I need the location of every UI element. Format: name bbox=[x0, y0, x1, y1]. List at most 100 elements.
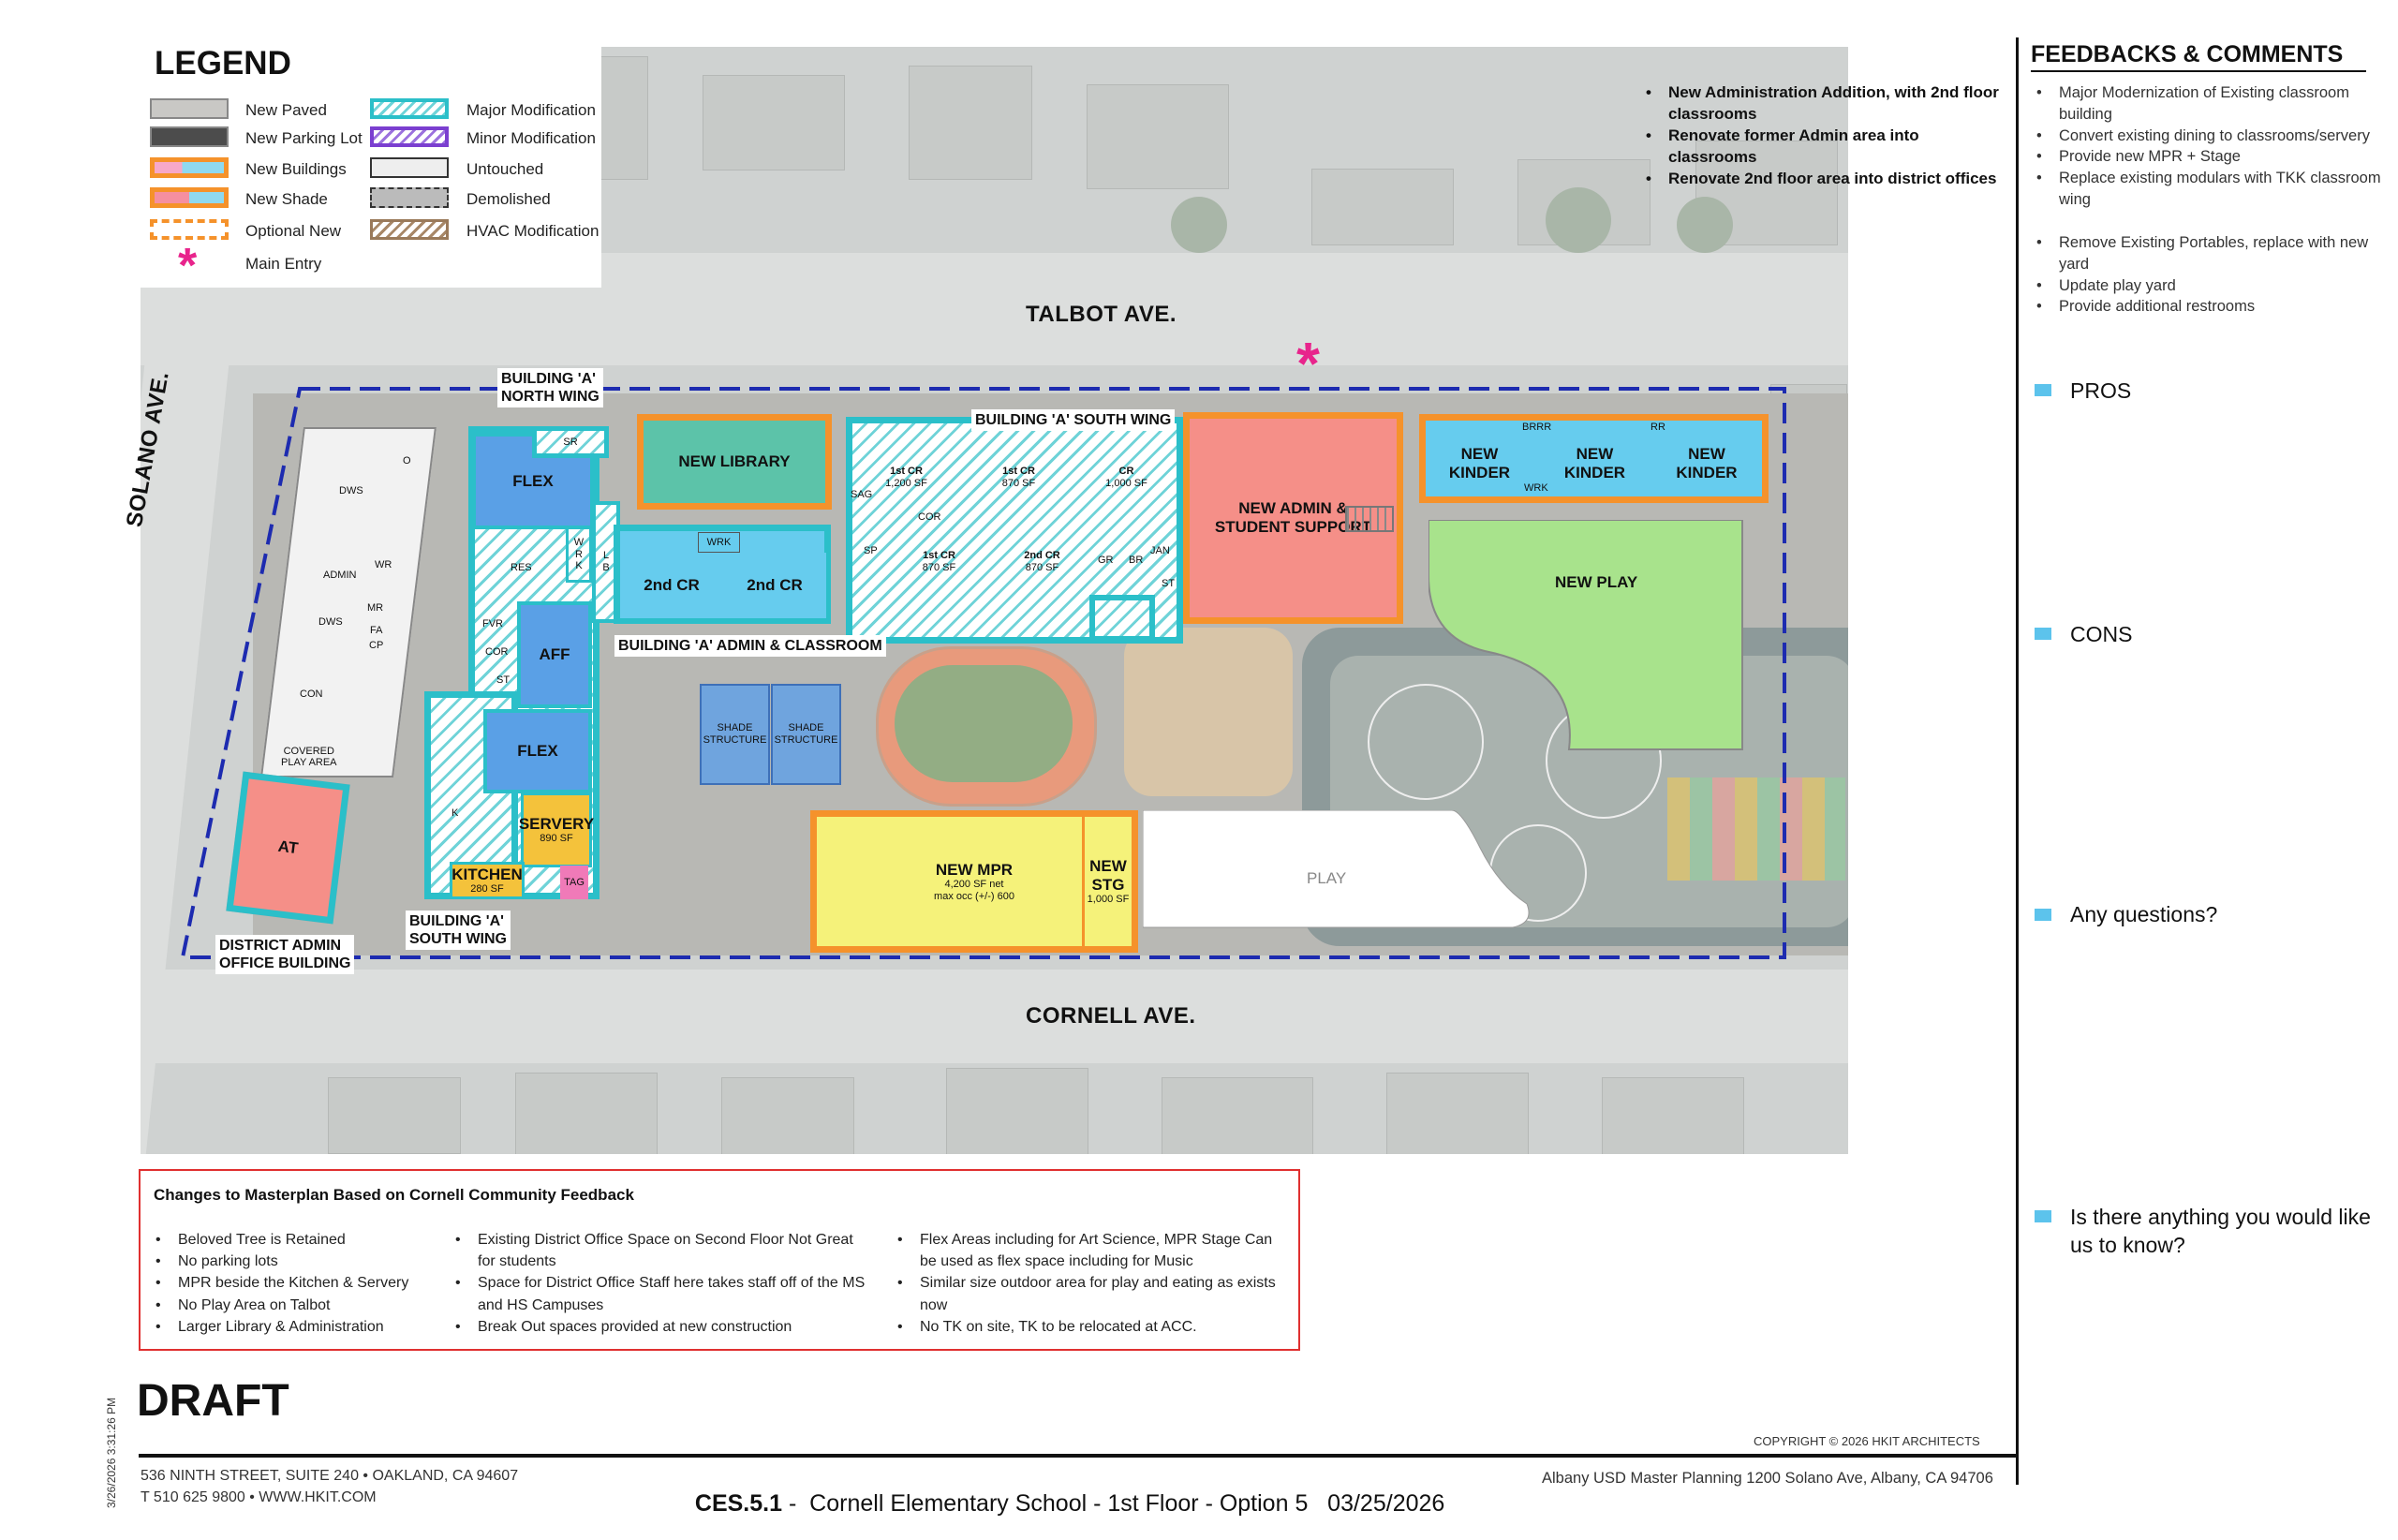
feedback-item: Update play yard bbox=[2036, 275, 2387, 297]
feedback-item: Convert existing dining to classrooms/se… bbox=[2036, 126, 2387, 147]
room-dws: DWS bbox=[339, 485, 363, 496]
shade-structure-2: SHADE STRUCTURE bbox=[771, 684, 841, 785]
north-house bbox=[1311, 169, 1454, 245]
room-o: O bbox=[403, 455, 411, 466]
tree bbox=[1677, 197, 1733, 253]
questions-marker-icon bbox=[2035, 909, 2051, 921]
new-play-label: NEW PLAY bbox=[1555, 573, 1638, 591]
change-item: Existing District Office Space on Second… bbox=[455, 1229, 866, 1272]
room-br: BR bbox=[1129, 555, 1144, 566]
change-item: Break Out spaces provided at new constru… bbox=[455, 1316, 866, 1338]
main-entry-marker: * bbox=[1296, 330, 1320, 397]
legend-swatch-optional bbox=[150, 219, 229, 240]
legend-swatch-parking bbox=[150, 126, 229, 147]
room-st-2: ST bbox=[1162, 578, 1176, 589]
room-con: CON bbox=[300, 689, 323, 700]
legend-swatch-major bbox=[370, 98, 449, 119]
legend-label-minor: Minor Modification bbox=[466, 129, 596, 147]
legend-label-paved: New Paved bbox=[245, 101, 327, 119]
room-rr: RR bbox=[1650, 422, 1665, 433]
legend-label-untouched: Untouched bbox=[466, 160, 544, 178]
change-item: Beloved Tree is Retained bbox=[155, 1229, 435, 1251]
room-fvr: FVR bbox=[482, 618, 503, 629]
feedback-item: Replace existing modulars with TKK class… bbox=[2036, 168, 2387, 211]
stair-icon bbox=[1345, 506, 1394, 532]
shade-structure-1: SHADE STRUCTURE bbox=[700, 684, 770, 785]
know-heading: Is there anything you would like us to k… bbox=[2070, 1205, 2371, 1257]
sheet-id: CES.5.1 bbox=[694, 1490, 783, 1517]
feedback-item: Provide additional restrooms bbox=[2036, 296, 2387, 318]
cr-2nd-b: 2nd CR bbox=[723, 553, 826, 618]
new-kinder-2: NEW KINDER bbox=[1563, 445, 1626, 481]
street-cornell: CORNELL AVE. bbox=[1026, 1003, 1196, 1029]
changes-title: Changes to Masterplan Based on Cornell C… bbox=[154, 1186, 634, 1204]
timestamp-label: 3/26/2026 3:31:26 PM bbox=[105, 1397, 118, 1508]
legend-swatch-demolished bbox=[370, 187, 449, 208]
sheet-title: CES.5.1 - Cornell Elementary School - 1s… bbox=[682, 1463, 1444, 1518]
sidebar-bullets-2: Remove Existing Portables, replace with … bbox=[2035, 232, 2387, 318]
north-house bbox=[909, 66, 1032, 180]
legend-label-entry: Main Entry bbox=[245, 255, 322, 273]
cr-2nd-a: 2nd CR bbox=[620, 553, 723, 618]
new-kinder-3: NEW KINDER bbox=[1676, 445, 1738, 481]
play-label: PLAY bbox=[1307, 869, 1347, 887]
callout-admin-classroom: BUILDING 'A' ADMIN & CLASSROOM bbox=[614, 635, 886, 658]
north-house bbox=[1087, 84, 1229, 189]
callout-district-admin: DISTRICT ADMIN OFFICE BUILDING bbox=[215, 935, 355, 975]
change-item: No TK on site, TK to be relocated at ACC… bbox=[897, 1316, 1289, 1338]
room-sp: SP bbox=[864, 545, 878, 556]
legend-title: LEGEND bbox=[155, 45, 291, 81]
sheet-name: - Cornell Elementary School - 1st Floor … bbox=[782, 1490, 1445, 1517]
legend-swatch-buildings bbox=[150, 157, 229, 178]
know-marker-icon bbox=[2035, 1210, 2051, 1222]
draft-label: DRAFT bbox=[137, 1376, 289, 1426]
room-cor-2: COR bbox=[918, 511, 941, 523]
legend-label-optional: Optional New bbox=[245, 222, 342, 240]
sidebar-divider bbox=[2016, 37, 2019, 1485]
room-sr-st: ST bbox=[496, 674, 511, 686]
legend-swatch-paved bbox=[150, 98, 229, 119]
covered-play-area: COVERED PLAY AREA bbox=[281, 746, 337, 768]
new-admin-student-support: NEW ADMIN & STUDENT SUPPORT bbox=[1183, 412, 1403, 624]
legend-label-shade: New Shade bbox=[245, 190, 328, 208]
changes-col-3: Flex Areas including for Art Science, MP… bbox=[896, 1229, 1289, 1338]
new-library: NEW LIBRARY bbox=[637, 414, 832, 510]
room-dws-2: DWS bbox=[318, 616, 343, 628]
legend-swatch-minor bbox=[370, 126, 449, 147]
change-item: Larger Library & Administration bbox=[155, 1316, 435, 1338]
pros-marker-icon bbox=[2035, 384, 2051, 396]
tree bbox=[1546, 187, 1611, 253]
at-building: AT bbox=[226, 771, 350, 925]
room-fa: FA bbox=[370, 625, 383, 636]
room-sag: SAG bbox=[851, 489, 873, 500]
south-house bbox=[328, 1077, 461, 1154]
questions-heading: Any questions? bbox=[2070, 902, 2218, 926]
south-house bbox=[1602, 1077, 1744, 1154]
play-area bbox=[1143, 810, 1530, 928]
room-jan: JAN bbox=[1150, 545, 1170, 556]
feedback-item: Remove Existing Portables, replace with … bbox=[2036, 232, 2387, 275]
room-admin: ADMIN bbox=[323, 570, 357, 581]
cons-marker-icon bbox=[2035, 628, 2051, 640]
room-cp: CP bbox=[369, 640, 384, 651]
cons-heading: CONS bbox=[2070, 622, 2133, 646]
gr-br-block bbox=[1089, 595, 1155, 642]
pros-heading: PROS bbox=[2070, 378, 2132, 403]
change-item: Space for District Office Staff here tak… bbox=[455, 1272, 866, 1315]
new-stg: NEW STG 1,000 SF bbox=[1082, 810, 1138, 953]
legend-swatch-hvac bbox=[370, 219, 449, 240]
grass-field bbox=[895, 665, 1073, 782]
sidebar-title: FEEDBACKS & COMMENTS bbox=[2031, 41, 2366, 72]
room-wr: WR bbox=[375, 559, 392, 570]
room-k: K bbox=[451, 807, 459, 819]
legend-label-major: Major Modification bbox=[466, 101, 596, 119]
room-mr: MR bbox=[367, 602, 384, 614]
legend-label-demolished: Demolished bbox=[466, 190, 551, 208]
room-wrk-kinder: WRK bbox=[1524, 482, 1548, 494]
top-note: New Administration Addition, with 2nd fl… bbox=[1646, 82, 2009, 126]
callout-north-wing: BUILDING 'A' NORTH WING bbox=[497, 368, 603, 408]
